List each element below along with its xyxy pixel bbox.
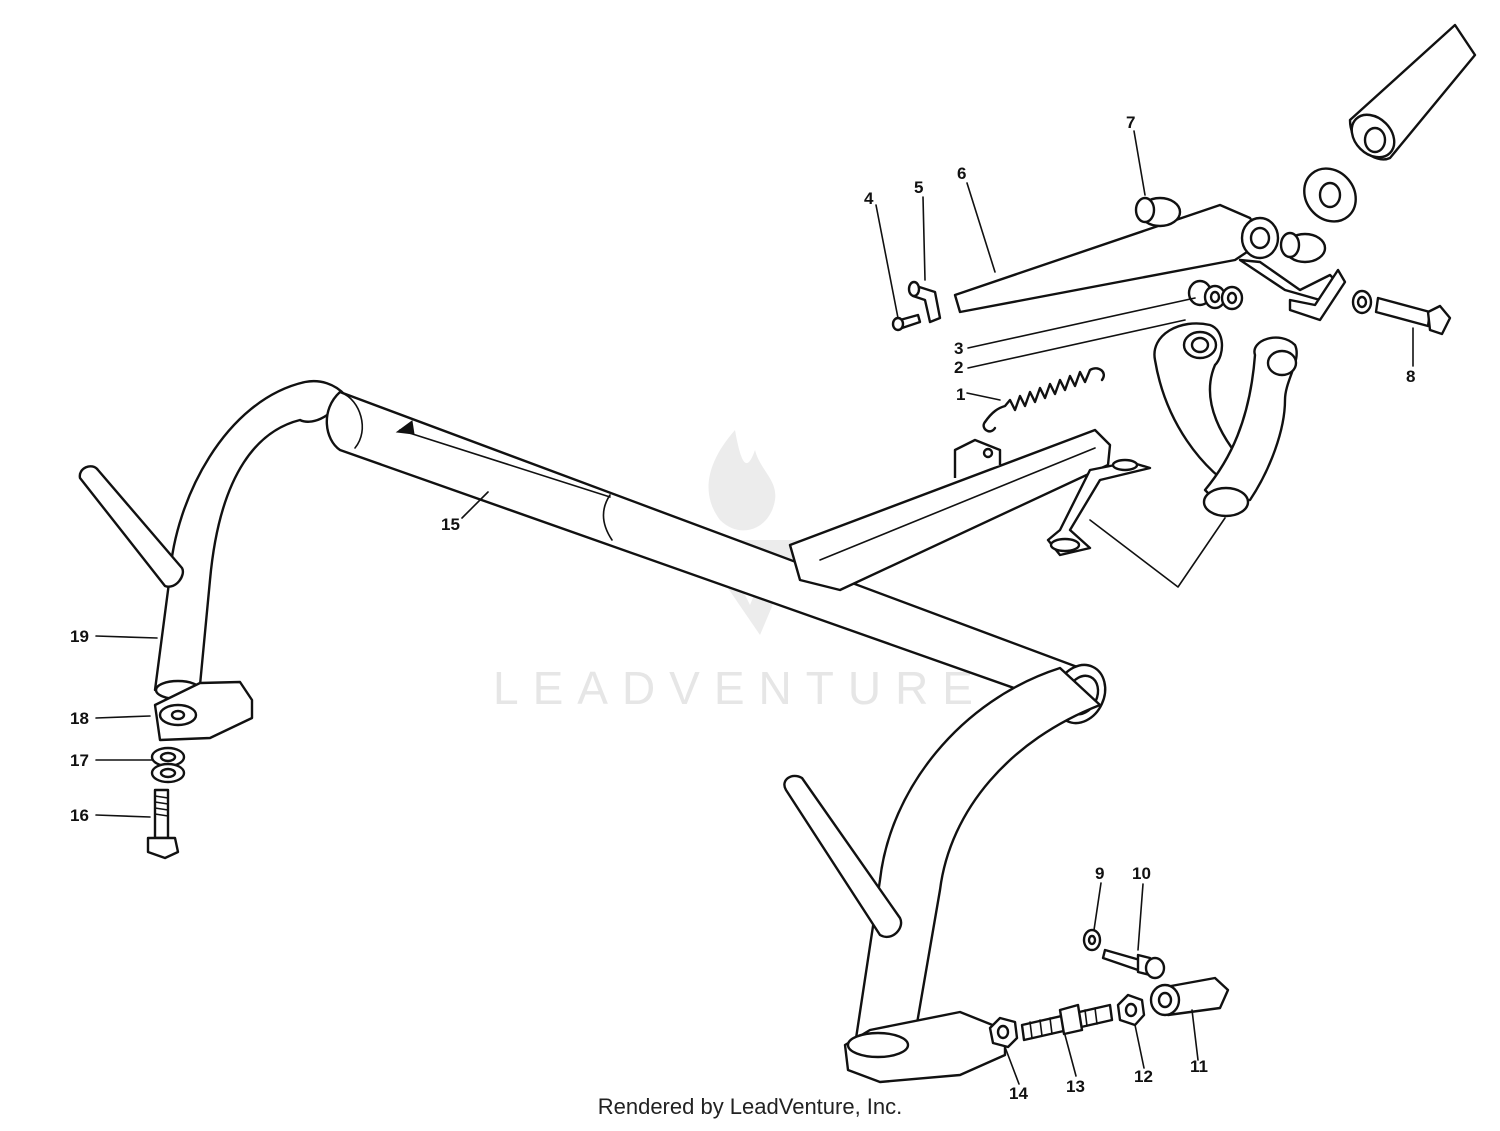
callout-16: 16 xyxy=(70,806,89,825)
callout-15: 15 xyxy=(441,515,460,534)
callout-18: 18 xyxy=(70,709,89,728)
washers-part-17 xyxy=(150,746,186,784)
stud-part-10 xyxy=(1101,948,1166,980)
callout-14: 14 xyxy=(1009,1084,1028,1103)
callout-12: 12 xyxy=(1134,1067,1153,1086)
washer-part-9 xyxy=(1082,928,1102,952)
hydraulic-cylinder xyxy=(1303,23,1477,223)
callout-10: 10 xyxy=(1132,864,1151,883)
callout-11: 11 xyxy=(1190,1057,1208,1076)
footer-credit: Rendered by LeadVenture, Inc. xyxy=(597,1094,903,1119)
callout-1: 1 xyxy=(956,385,965,404)
callout-6: 6 xyxy=(957,164,966,183)
adjuster-part-13 xyxy=(1020,1003,1114,1042)
lever-part-6 xyxy=(953,203,1347,322)
callout-5: 5 xyxy=(914,178,923,197)
frame-part-15 xyxy=(78,380,1152,1084)
watermark-text: LEADVENTURE xyxy=(493,662,987,714)
lift-arm-reference xyxy=(1089,322,1298,588)
callout-13: 13 xyxy=(1066,1077,1085,1096)
callout-labels: 1 2 3 4 5 6 7 8 9 10 11 12 13 14 15 16 1… xyxy=(70,113,1415,1103)
callout-8: 8 xyxy=(1406,367,1415,386)
bushing-part-11 xyxy=(1149,976,1230,1017)
pin-part-5 xyxy=(907,280,942,324)
callout-4: 4 xyxy=(864,189,874,208)
callout-7: 7 xyxy=(1126,113,1135,132)
nut-part-12 xyxy=(1116,993,1146,1027)
nut-washer-parts-2-3 xyxy=(1187,279,1244,311)
callout-19: 19 xyxy=(70,627,89,646)
spring-part-1 xyxy=(982,367,1105,433)
bolt-part-16 xyxy=(146,788,180,860)
callout-3: 3 xyxy=(954,339,963,358)
callout-2: 2 xyxy=(954,358,963,377)
flame-logo-icon xyxy=(708,430,776,531)
leader-lines xyxy=(95,130,1414,1085)
nut-part-14 xyxy=(988,1016,1019,1049)
callout-17: 17 xyxy=(70,751,89,770)
bolt-part-8 xyxy=(1351,289,1452,336)
bushing-part-7 xyxy=(1134,196,1327,264)
callout-9: 9 xyxy=(1095,864,1104,883)
